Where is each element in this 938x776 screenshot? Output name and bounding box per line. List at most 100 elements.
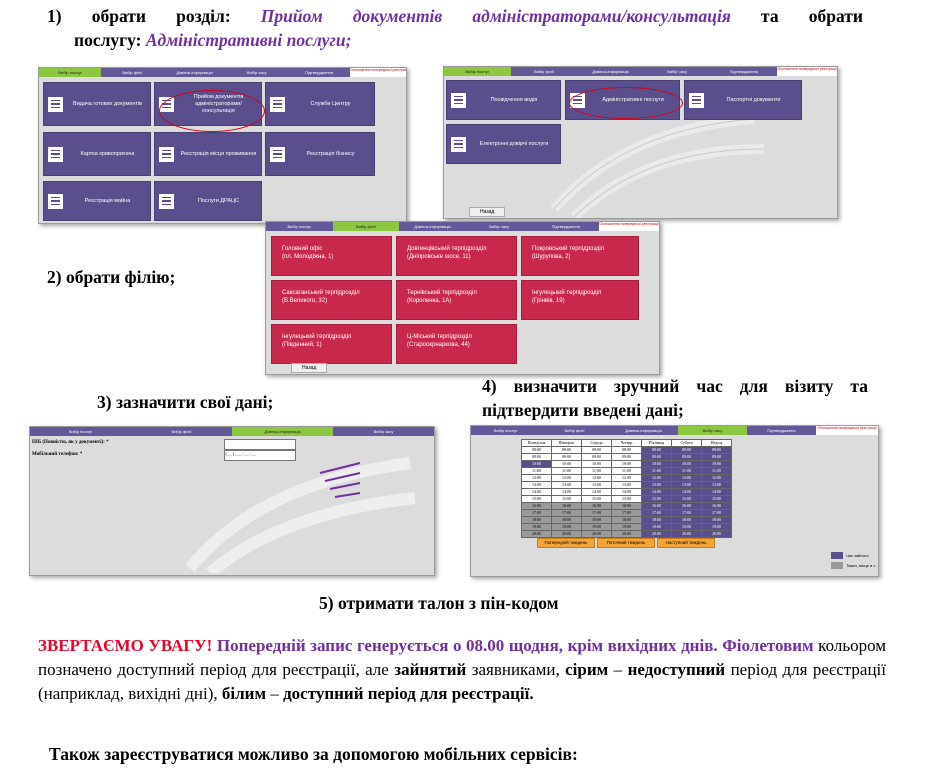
- time-slot[interactable]: 19:00: [521, 523, 552, 531]
- time-slot[interactable]: 20:00: [551, 530, 582, 538]
- tab-time[interactable]: Вибір часу: [246, 70, 267, 75]
- time-slot[interactable]: 11:00: [521, 467, 552, 475]
- time-slot[interactable]: 15:00: [641, 495, 672, 503]
- time-slot[interactable]: 13:00: [611, 481, 642, 489]
- tab-services[interactable]: Вибір послуг: [444, 67, 511, 76]
- time-slot[interactable]: 20:00: [611, 530, 642, 538]
- tab-confirm[interactable]: Підтвердження: [767, 428, 796, 433]
- phone-input[interactable]: (__)___-__-__: [224, 450, 296, 461]
- branch-tile[interactable]: Саксаганський терпідрозділ(В.Великого, 3…: [271, 280, 392, 320]
- tab-branch[interactable]: Вибір філії: [171, 429, 192, 434]
- time-slot[interactable]: 19:00: [701, 523, 732, 531]
- time-slot[interactable]: 11:00: [581, 467, 612, 475]
- time-slot[interactable]: 08:00: [701, 446, 732, 454]
- time-slot[interactable]: 08:00: [641, 446, 672, 454]
- tab-branch[interactable]: Вибір філії: [564, 428, 585, 433]
- time-slot[interactable]: 17:00: [701, 509, 732, 517]
- tab-info[interactable]: Дзвінок-інформація: [176, 70, 213, 75]
- tab-confirm[interactable]: Підтвердження: [551, 224, 580, 229]
- time-slot[interactable]: 10:00: [611, 460, 642, 468]
- time-slot[interactable]: 16:00: [551, 502, 582, 510]
- branch-tile[interactable]: Головний офіс(пл. Молодіжна, 1): [271, 236, 392, 276]
- time-slot[interactable]: 20:00: [701, 530, 732, 538]
- time-slot[interactable]: 16:00: [701, 502, 732, 510]
- time-slot[interactable]: 14:00: [701, 488, 732, 496]
- time-slot[interactable]: 12:00: [521, 474, 552, 482]
- time-slot[interactable]: 17:00: [551, 509, 582, 517]
- time-slot[interactable]: 11:00: [701, 467, 732, 475]
- time-slot[interactable]: 19:00: [581, 523, 612, 531]
- tile-property-registration[interactable]: Реєстрація майна: [43, 181, 151, 221]
- time-slot[interactable]: 08:00: [551, 446, 582, 454]
- branch-tile[interactable]: Покровський терпідрозділ(Шурупова, 2): [521, 236, 639, 276]
- time-slot[interactable]: 20:00: [641, 530, 672, 538]
- time-slot[interactable]: 17:00: [611, 509, 642, 517]
- time-slot[interactable]: 13:00: [521, 481, 552, 489]
- time-slot[interactable]: 11:00: [611, 467, 642, 475]
- time-slot[interactable]: 10:00: [701, 460, 732, 468]
- time-slot[interactable]: 13:00: [551, 481, 582, 489]
- tab-branch[interactable]: Вибір філії: [533, 69, 554, 74]
- tab-branch[interactable]: Вибір філії: [122, 70, 143, 75]
- time-slot[interactable]: 17:00: [641, 509, 672, 517]
- alert-tab[interactable]: Оголошення попередньої реєстрації: [350, 68, 406, 77]
- time-slot[interactable]: 19:00: [551, 523, 582, 531]
- alert-tab[interactable]: Оголошення попередньої реєстрації: [777, 67, 837, 76]
- branch-tile[interactable]: Довгинцівський терпідрозділ(Дніпровське …: [396, 236, 517, 276]
- tile-issue-documents[interactable]: Видача готових документів: [43, 82, 151, 126]
- time-slot[interactable]: 18:00: [701, 516, 732, 524]
- tab-time[interactable]: Вибір часу: [489, 224, 509, 229]
- time-slot[interactable]: 18:00: [521, 516, 552, 524]
- tile-business-registration[interactable]: Реєстрація бізнесу: [265, 132, 375, 176]
- back-button[interactable]: Назад: [469, 207, 506, 217]
- time-slot[interactable]: 20:00: [671, 530, 702, 538]
- time-slot[interactable]: 12:00: [701, 474, 732, 482]
- time-slot[interactable]: 14:00: [641, 488, 672, 496]
- time-slot[interactable]: 14:00: [671, 488, 702, 496]
- time-slot[interactable]: 09:00: [581, 453, 612, 461]
- time-slot[interactable]: 09:00: [521, 453, 552, 461]
- time-slot[interactable]: 10:00: [641, 460, 672, 468]
- time-slot[interactable]: 13:00: [671, 481, 702, 489]
- time-slot[interactable]: 10:00: [521, 460, 552, 468]
- tab-confirm[interactable]: Підтвердження: [304, 70, 333, 75]
- time-slot[interactable]: 13:00: [701, 481, 732, 489]
- time-slot[interactable]: 15:00: [611, 495, 642, 503]
- time-slot[interactable]: 09:00: [701, 453, 732, 461]
- time-slot[interactable]: 12:00: [671, 474, 702, 482]
- time-slot[interactable]: 16:00: [641, 502, 672, 510]
- tab-confirm[interactable]: Підтвердження: [729, 69, 758, 74]
- time-slot[interactable]: 19:00: [611, 523, 642, 531]
- time-slot[interactable]: 15:00: [521, 495, 552, 503]
- tab-time[interactable]: Вибір часу: [373, 429, 394, 434]
- branch-tile[interactable]: Ц-Міський терпідрозділ(Староокрнаркова, …: [396, 324, 517, 364]
- time-slot[interactable]: 16:00: [671, 502, 702, 510]
- tab-info[interactable]: Дзвінок-інформація: [625, 428, 662, 433]
- tile-residence-registration[interactable]: Реєстрація місця проживання: [154, 132, 262, 176]
- time-slot[interactable]: 12:00: [581, 474, 612, 482]
- tile-drats-services[interactable]: Послуги ДРАЦС: [154, 181, 262, 221]
- tab-services[interactable]: Вибір послуг: [68, 429, 93, 434]
- tab-services[interactable]: Вибір послуг: [493, 428, 518, 433]
- time-slot[interactable]: 18:00: [551, 516, 582, 524]
- time-slot[interactable]: 15:00: [551, 495, 582, 503]
- time-slot[interactable]: 15:00: [671, 495, 702, 503]
- time-slot[interactable]: 10:00: [581, 460, 612, 468]
- alert-tab[interactable]: Оголошення попередньої реєстрації: [815, 426, 878, 435]
- tab-time[interactable]: Вибір часу: [677, 426, 747, 435]
- time-slot[interactable]: 15:00: [701, 495, 732, 503]
- time-slot[interactable]: 14:00: [551, 488, 582, 496]
- time-slot[interactable]: 16:00: [521, 502, 552, 510]
- time-slot[interactable]: 11:00: [671, 467, 702, 475]
- tile-electronic-trust[interactable]: Електронні довірчі послуги: [446, 124, 561, 164]
- tile-center-services[interactable]: Служби Центру: [265, 82, 375, 126]
- time-slot[interactable]: 11:00: [641, 467, 672, 475]
- prev-week-button[interactable]: Попередній тиждень: [537, 538, 595, 548]
- time-slot[interactable]: 19:00: [641, 523, 672, 531]
- time-slot[interactable]: 17:00: [671, 509, 702, 517]
- time-slot[interactable]: 18:00: [671, 516, 702, 524]
- time-slot[interactable]: 17:00: [581, 509, 612, 517]
- time-slot[interactable]: 13:00: [641, 481, 672, 489]
- time-slot[interactable]: 12:00: [611, 474, 642, 482]
- tile-driver-license[interactable]: Посвідчення водія: [446, 80, 561, 120]
